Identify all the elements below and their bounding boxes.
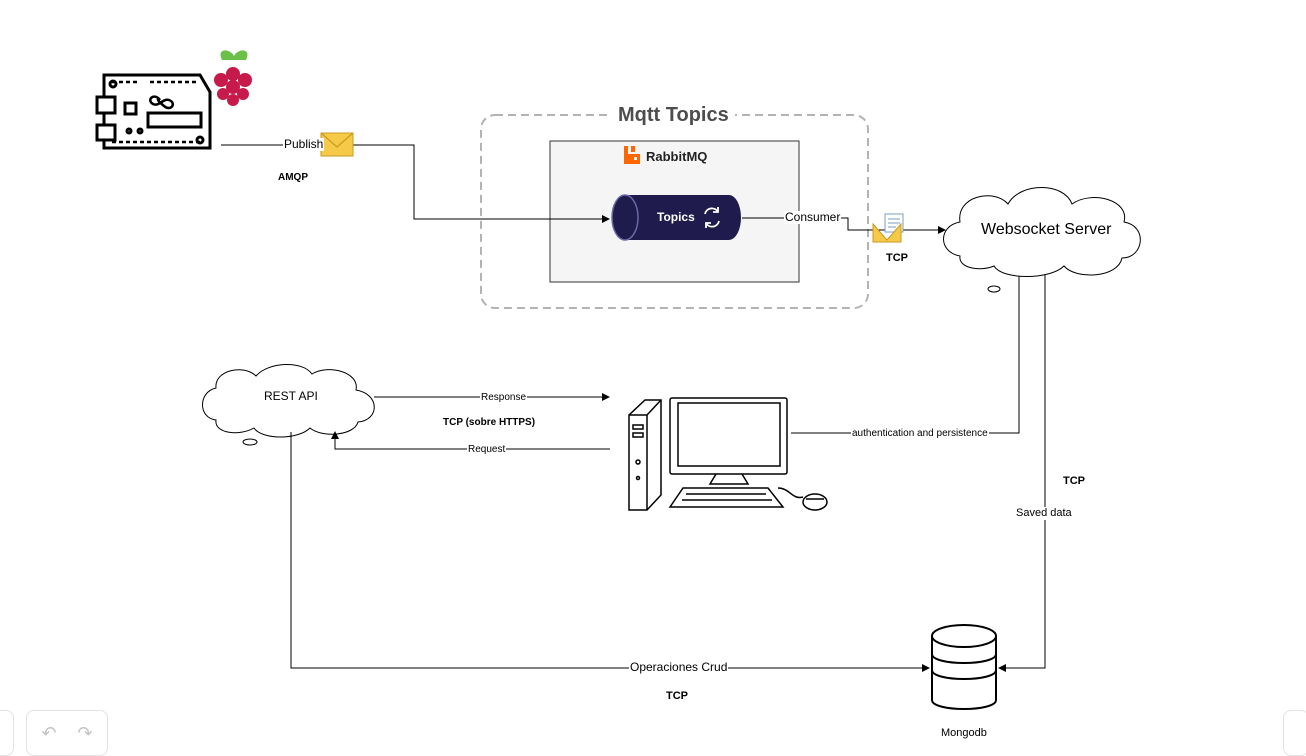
mongodb-label: Mongodb <box>941 727 987 739</box>
crud-label: Operaciones Crud <box>629 660 729 674</box>
authentication-edge[interactable] <box>791 276 1020 434</box>
left-panel-button[interactable] <box>0 710 14 756</box>
desktop-computer-icon <box>628 397 828 511</box>
consumer-label: Consumer <box>784 210 842 224</box>
history-toolbar: ↶ ↷ <box>26 710 108 756</box>
group-title: Mqtt Topics <box>612 103 735 127</box>
tcp-saved-label: TCP <box>1063 475 1085 487</box>
request-label: Request <box>467 443 507 456</box>
publish-label: Publish <box>283 137 325 151</box>
tcp-crud-label: TCP <box>666 690 688 702</box>
refresh-icon <box>704 207 720 228</box>
rest-api-cloud[interactable] <box>202 363 375 446</box>
request-edge[interactable] <box>331 431 610 450</box>
mqtt-topics-group[interactable] <box>480 114 869 309</box>
database-icon[interactable] <box>931 624 997 710</box>
amqp-label: AMQP <box>278 172 308 183</box>
crud-edge[interactable] <box>290 432 930 672</box>
raspberry-pi-icon <box>214 50 252 106</box>
arduino-board-icon <box>95 73 212 150</box>
envelope-icon <box>320 132 354 157</box>
comment-panel-button[interactable] <box>1283 710 1306 756</box>
saved-data-edge[interactable] <box>998 275 1046 672</box>
redo-icon[interactable]: ↷ <box>77 723 93 743</box>
saved-data-label: Saved data <box>1015 507 1073 520</box>
mail-letter-icon <box>872 213 904 243</box>
auth-persistence-label: authentication and persistence <box>851 427 989 440</box>
websocket-server-cloud[interactable] <box>943 187 1141 293</box>
rabbitmq-logo-icon <box>624 146 640 164</box>
tcp-websocket-label: TCP <box>886 252 908 264</box>
topics-label: Topics <box>657 210 695 224</box>
topics-queue[interactable] <box>611 194 741 241</box>
rabbitmq-label: RabbitMQ <box>646 149 708 164</box>
response-label: Response <box>480 391 528 404</box>
undo-icon[interactable]: ↶ <box>41 723 57 743</box>
tcp-https-label: TCP (sobre HTTPS) <box>443 417 536 428</box>
rest-api-label: REST API <box>264 389 318 403</box>
websocket-server-label: Websocket Server <box>981 221 1112 238</box>
